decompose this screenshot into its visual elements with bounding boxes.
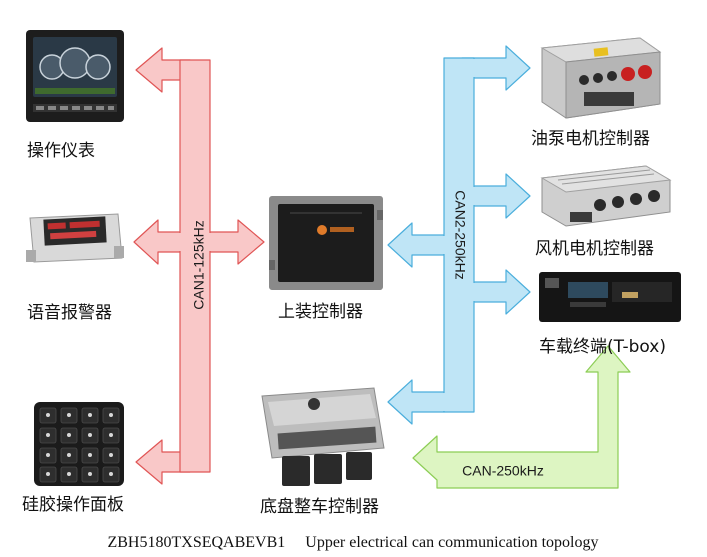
chassis-controller-device bbox=[261, 387, 385, 486]
can2-arrow-chassis bbox=[387, 379, 445, 425]
tbox-label: 车载终端(T-box) bbox=[539, 337, 666, 357]
upper-controller-device bbox=[269, 196, 383, 290]
tbox-device bbox=[539, 272, 681, 322]
can2-arrow-upper-controller bbox=[387, 222, 445, 268]
fan-controller-label: 风机电机控制器 bbox=[535, 239, 654, 259]
upper-controller-label: 上装控制器 bbox=[278, 302, 363, 322]
fan-controller-device bbox=[540, 165, 672, 227]
can3-bus bbox=[412, 345, 631, 489]
instrument-label: 操作仪表 bbox=[27, 141, 95, 161]
oil-pump-controller-label: 油泵电机控制器 bbox=[531, 129, 650, 149]
can1-arrow-voice-alarm bbox=[133, 219, 183, 265]
voice-alarm-label: 语音报警器 bbox=[27, 303, 112, 323]
caption-title: Upper electrical can communication topol… bbox=[305, 534, 598, 551]
silicone-panel-label: 硅胶操作面板 bbox=[22, 495, 124, 515]
silicone-panel-device bbox=[34, 402, 124, 486]
can2-label: CAN2-250kHz bbox=[452, 190, 468, 279]
caption: ZBH5180TXSEQABEVB1 Upper electrical can … bbox=[107, 534, 598, 551]
can3-label: CAN-250kHz bbox=[462, 463, 544, 479]
instrument-device bbox=[26, 30, 124, 122]
voice-alarm-device bbox=[26, 213, 124, 263]
can1-arrow-upper-controller bbox=[207, 219, 265, 265]
caption-model: ZBH5180TXSEQABEVB1 bbox=[107, 534, 285, 551]
can3-arrow bbox=[412, 345, 631, 489]
chassis-controller-label: 底盘整车控制器 bbox=[260, 497, 379, 517]
can1-label: CAN1-125kHz bbox=[191, 220, 207, 309]
oil-pump-controller-device bbox=[540, 37, 662, 119]
